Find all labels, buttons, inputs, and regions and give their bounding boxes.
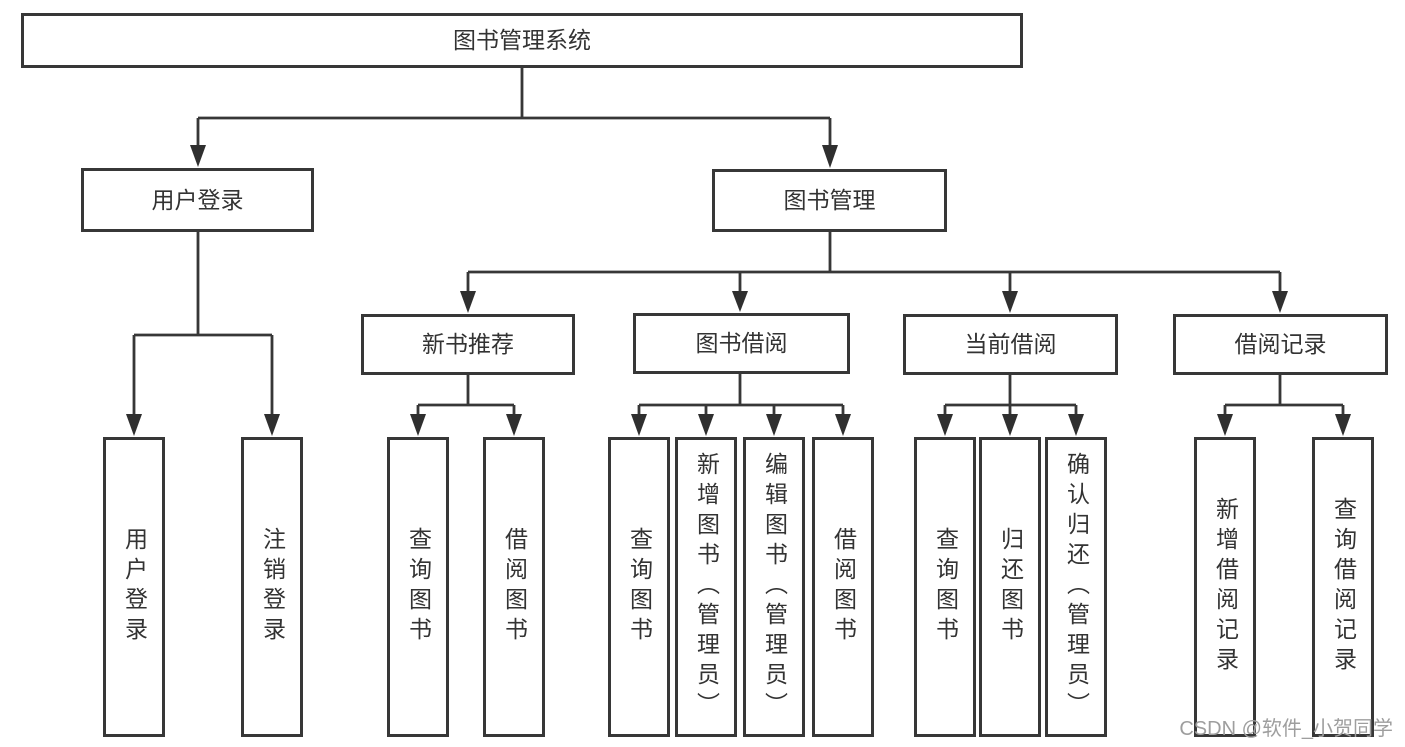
node-library-management-system: 图书管理系统	[21, 13, 1023, 68]
node-label: 图书管理系统	[453, 27, 591, 53]
arrow-down-icon	[937, 414, 953, 436]
arrow-down-icon	[822, 145, 838, 168]
arrow-down-icon	[766, 414, 782, 436]
arrow-down-icon	[835, 414, 851, 436]
node-label: 图书管理	[783, 187, 876, 213]
arrow-down-icon	[264, 414, 280, 436]
node-add-borrow-record: 新增借阅记录	[1194, 437, 1256, 737]
node-book-borrowing: 图书借阅	[633, 313, 850, 374]
node-label: 借阅记录	[1234, 331, 1327, 357]
node-label: 新增借阅记录	[1212, 497, 1239, 677]
node-confirm-return-admin: 确认归还（管理员）	[1045, 437, 1107, 737]
node-user-login-leaf: 用户登录	[103, 437, 165, 737]
node-label: 查询图书	[405, 527, 432, 647]
node-label: 用户登录	[151, 186, 244, 213]
node-label: 注销登录	[259, 527, 286, 647]
arrow-down-icon	[698, 414, 714, 436]
arrow-down-icon	[410, 414, 426, 436]
arrow-down-icon	[1068, 414, 1084, 436]
node-return-books: 归还图书	[979, 437, 1041, 737]
node-borrow-books: 借阅图书	[812, 437, 874, 737]
node-label: 图书借阅	[695, 330, 788, 356]
node-label: 用户登录	[121, 527, 148, 647]
node-label: 新书推荐	[422, 331, 514, 357]
node-user-login: 用户登录	[81, 168, 314, 232]
node-label: 查询图书	[932, 527, 959, 647]
node-label: 借阅图书	[501, 527, 528, 647]
node-add-books-admin: 新增图书（管理员）	[675, 437, 737, 737]
node-new-book-recommendation: 新书推荐	[361, 314, 575, 375]
arrow-down-icon	[190, 145, 206, 167]
arrow-down-icon	[1272, 291, 1288, 313]
node-current-borrowing: 当前借阅	[903, 314, 1118, 375]
arrow-down-icon	[126, 414, 142, 436]
arrow-down-icon	[631, 414, 647, 436]
connector-book-borrowing-to-leaves	[637, 374, 845, 418]
connector-current-borrowing-to-leaves	[943, 375, 1078, 418]
node-label: 确认归还（管理员）	[1063, 452, 1090, 722]
arrow-down-icon	[1335, 414, 1351, 436]
node-query-books-borrowing: 查询图书	[608, 437, 670, 737]
connector-book-management-to-level3	[466, 232, 1282, 295]
node-query-books-recommend: 查询图书	[387, 437, 449, 737]
node-label: 查询借阅记录	[1330, 497, 1357, 677]
arrow-down-icon	[460, 291, 476, 313]
arrow-down-icon	[1002, 291, 1018, 313]
arrow-down-icon	[506, 414, 522, 436]
arrow-down-icon	[732, 291, 748, 312]
node-label: 归还图书	[997, 527, 1024, 647]
csdn-watermark: CSDN @软件_小贺同学	[1179, 718, 1393, 740]
node-borrow-books-recommend: 借阅图书	[483, 437, 545, 737]
connector-new-book-recommendation-to-leaves	[416, 375, 516, 418]
node-query-books-current: 查询图书	[914, 437, 976, 737]
connector-root-to-level2	[196, 68, 832, 150]
node-label: 新增图书（管理员）	[693, 452, 720, 722]
node-borrowing-records: 借阅记录	[1173, 314, 1388, 375]
arrow-down-icon	[1002, 414, 1018, 436]
connector-user-login-to-leaves	[132, 232, 274, 418]
connector-borrowing-records-to-leaves	[1223, 375, 1345, 418]
node-label: 当前借阅	[964, 331, 1057, 357]
node-label: 编辑图书（管理员）	[761, 452, 788, 722]
node-logout: 注销登录	[241, 437, 303, 737]
node-query-borrow-record: 查询借阅记录	[1312, 437, 1374, 737]
node-label: 查询图书	[626, 527, 653, 647]
node-edit-books-admin: 编辑图书（管理员）	[743, 437, 805, 737]
arrow-down-icon	[1217, 414, 1233, 436]
node-book-management: 图书管理	[712, 169, 947, 232]
node-label: 借阅图书	[830, 527, 857, 647]
